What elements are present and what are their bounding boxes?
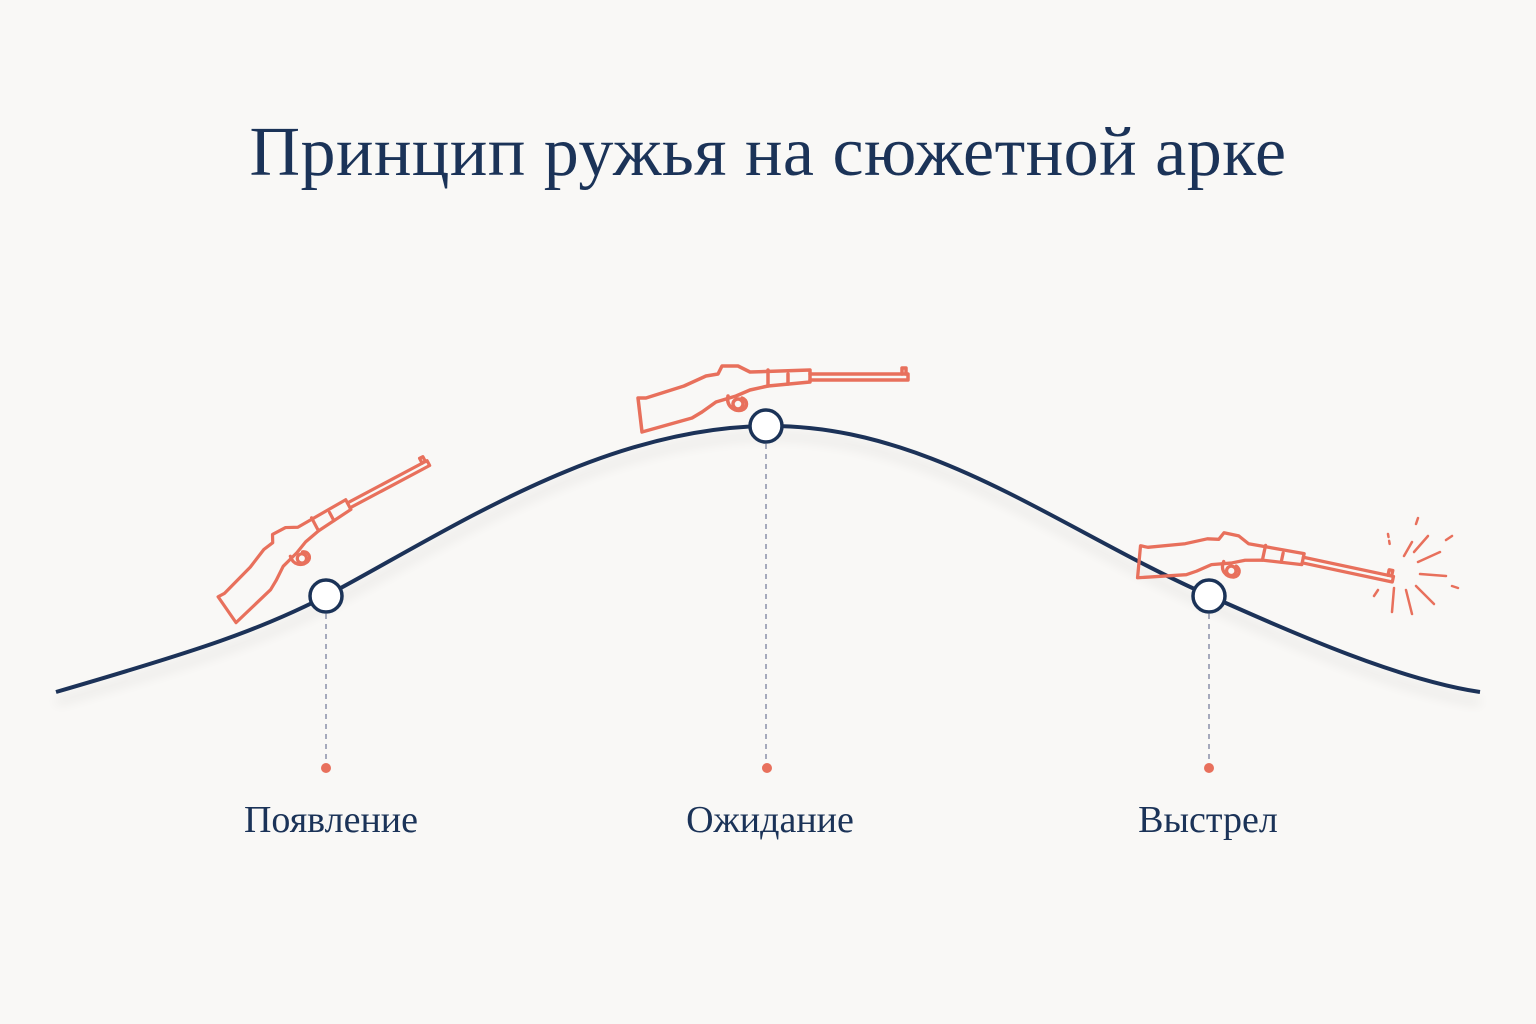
stage-nodes — [308, 408, 1227, 614]
diagram-title: Принцип ружья на сюжетной арке — [249, 114, 1287, 191]
leader-lines — [325, 444, 1210, 760]
stage-node-waiting — [748, 408, 784, 444]
stage-label-shot: Выстрел — [1138, 799, 1278, 841]
stage-label-appearance: Появление — [244, 799, 418, 841]
stage-node-shot — [1191, 578, 1227, 614]
muzzle-flash-icon — [1372, 516, 1460, 616]
marker-dot-appearance — [321, 763, 331, 773]
marker-dot-waiting — [762, 763, 772, 773]
stage-node-appearance — [308, 578, 344, 614]
stage-labels: Появление Ожидание Выстрел — [244, 799, 1278, 841]
marker-dot-shot — [1204, 763, 1214, 773]
stage-label-waiting: Ожидание — [686, 799, 854, 841]
marker-dots — [321, 763, 1214, 773]
rifle-firing-icon — [1132, 514, 1397, 632]
